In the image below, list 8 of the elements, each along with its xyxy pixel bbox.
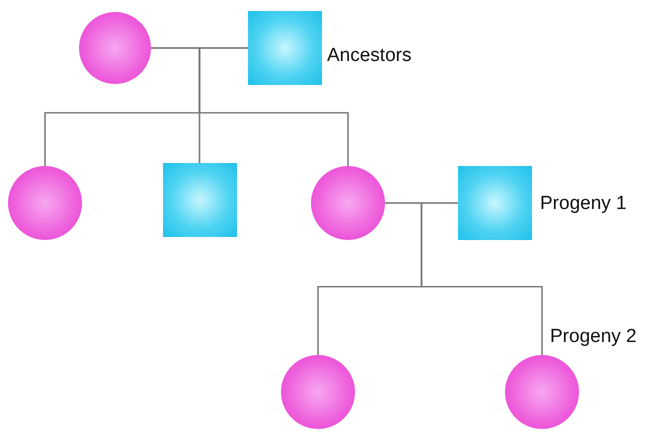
node-caption: Ancestors	[327, 45, 412, 67]
connector-line	[198, 47, 349, 166]
square-symbol	[163, 163, 237, 237]
square-symbol	[248, 11, 322, 85]
node-caption: Progeny 2	[550, 326, 637, 348]
square-symbol	[458, 166, 532, 240]
connector-line	[420, 202, 543, 355]
node-caption: Progeny 1	[540, 193, 627, 215]
